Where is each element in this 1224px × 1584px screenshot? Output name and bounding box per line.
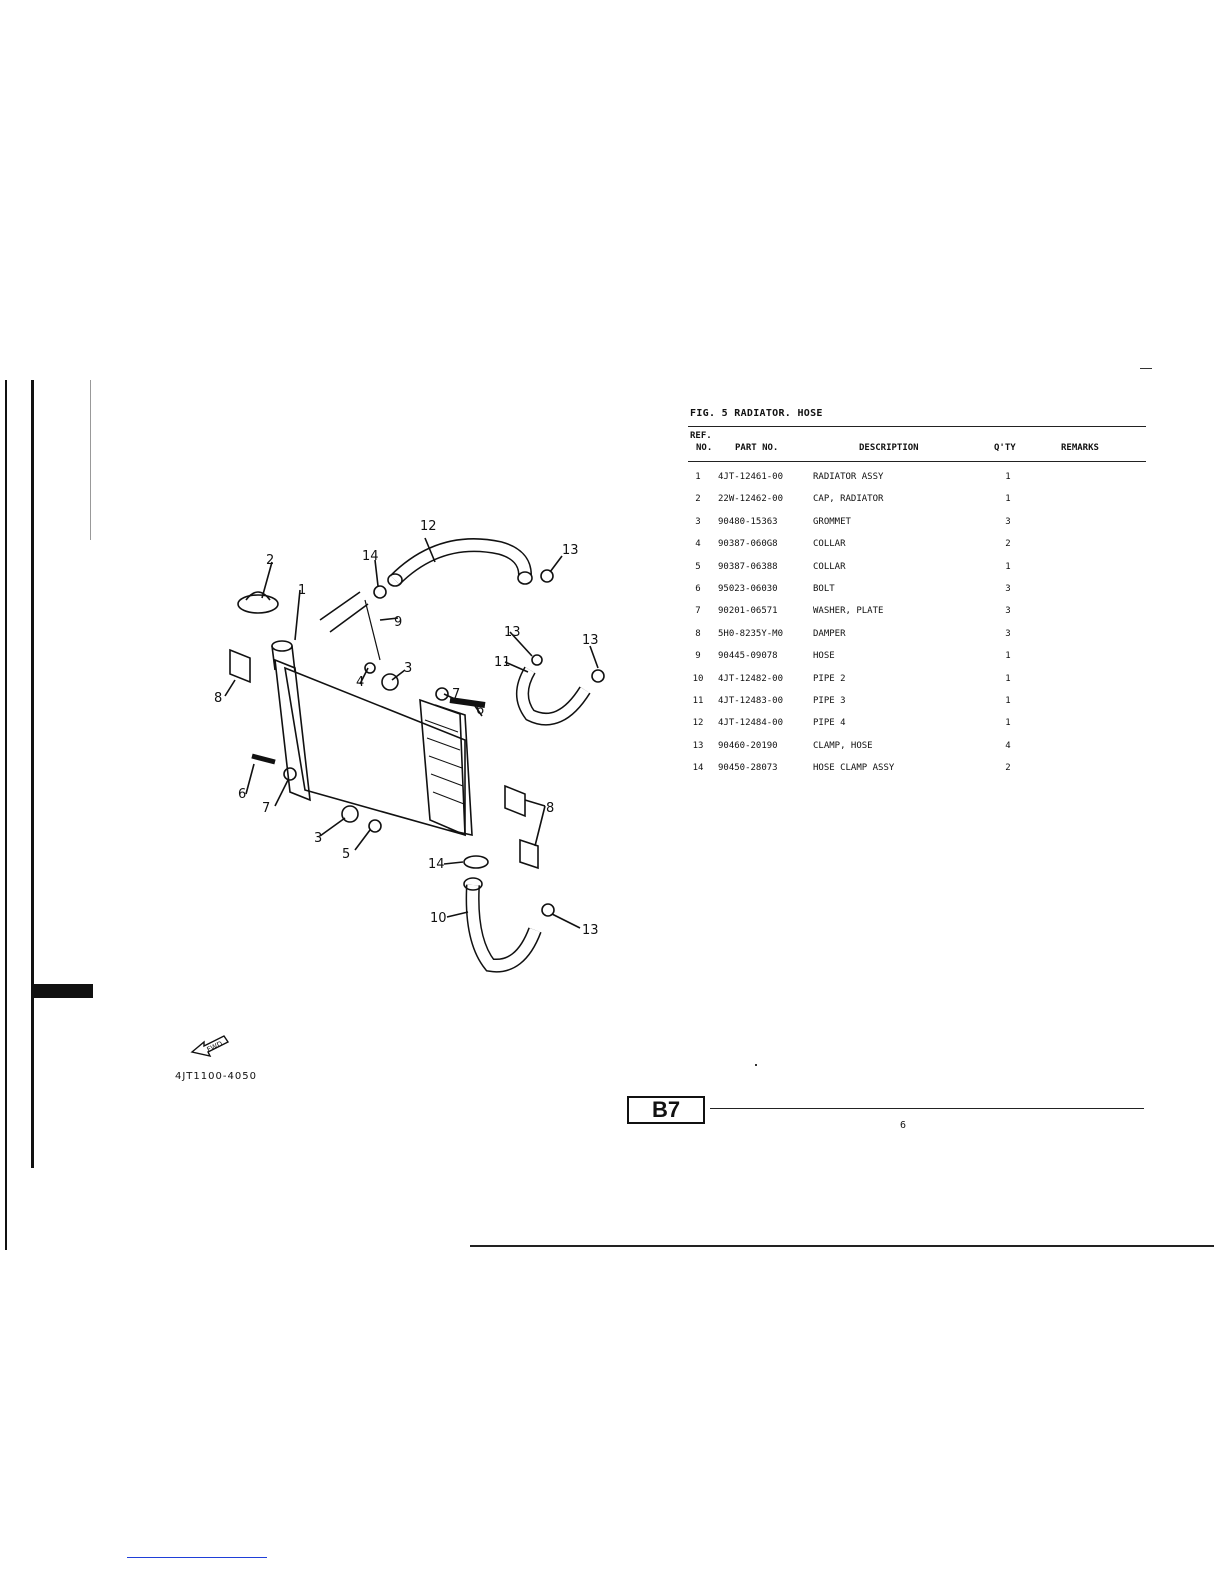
washer-7-left: [283, 767, 297, 781]
parts-table: REF. NO. PART NO. DESCRIPTION Q'TY REMAR…: [688, 426, 1146, 781]
callout-1: 1: [298, 583, 306, 598]
table-top-rule: [688, 426, 1146, 427]
callout-8-left: 8: [214, 691, 222, 706]
section-code-box: B7: [627, 1096, 705, 1124]
callout-3-bottom: 3: [314, 831, 322, 846]
footer-rule: [710, 1108, 1144, 1109]
callout-6-right: 6: [476, 703, 484, 718]
callout-6-left: 6: [238, 787, 246, 802]
damper-8-left: [229, 648, 251, 684]
hose-9: [319, 591, 369, 633]
header-qty: Q'TY: [994, 443, 1016, 453]
clamp-13-c: [591, 669, 605, 683]
callout-13-mid: 13: [504, 625, 521, 640]
callout-14-top: 14: [362, 549, 379, 564]
binding-black-block: [31, 984, 93, 998]
clamp-13-b: [531, 654, 543, 666]
radiator-left-tank: [274, 658, 311, 802]
clamp-13-d: [541, 903, 555, 917]
damper-8-right-a: [504, 784, 526, 818]
callout-13-right: 13: [582, 633, 599, 648]
callout-9: 9: [394, 615, 402, 630]
grommet-3-bottom: [341, 805, 359, 823]
callout-5: 5: [342, 847, 350, 862]
table-header: REF. NO. PART NO. DESCRIPTION Q'TY REMAR…: [688, 427, 1146, 461]
binding-edge-line: [31, 380, 34, 1168]
callout-13-top: 13: [562, 543, 579, 558]
header-description: DESCRIPTION: [859, 443, 919, 453]
callout-2: 2: [266, 553, 274, 568]
clamp-14-b: [463, 855, 489, 869]
callout-10: 10: [430, 911, 447, 926]
header-ref-line2: NO.: [696, 443, 713, 453]
grommet-3-top: [381, 673, 399, 691]
radiator-exploded-diagram: 12 2 1 14 13 9 13 13 11 4 3 7 6 8 6 7 8 …: [180, 500, 630, 980]
collar-4: [364, 662, 376, 674]
callout-7-left: 7: [262, 801, 270, 816]
clamp-14-a: [373, 585, 387, 599]
table-header-rule: [688, 461, 1146, 462]
clamp-13-a: [540, 569, 554, 583]
bolt-6-right: [449, 697, 486, 708]
fwd-arrow-icon: FWD: [190, 1028, 230, 1060]
radiator-cap: [237, 594, 279, 614]
callout-4: 4: [356, 675, 364, 690]
callout-8-right: 8: [546, 801, 554, 816]
diagram-code: 4JT1100-4050: [175, 1071, 257, 1082]
header-remarks: REMARKS: [1061, 443, 1099, 453]
bottom-link-underline: [127, 1557, 267, 1558]
binding-edge-line-far: [5, 380, 7, 1250]
radiator-right-tank: [434, 704, 473, 836]
callout-3-top: 3: [404, 661, 412, 676]
scan-top-dash: [1140, 368, 1152, 369]
callout-13-bottom: 13: [582, 923, 599, 938]
scan-bottom-rule: [470, 1245, 1214, 1247]
collar-5: [368, 819, 382, 833]
fwd-label: FWD: [206, 1040, 224, 1054]
washer-7-right: [435, 687, 449, 701]
figure-title: FIG. 5 RADIATOR. HOSE: [690, 408, 823, 419]
callout-7-right: 7: [452, 687, 460, 702]
radiator-core: [283, 666, 466, 837]
bolt-6-left: [251, 753, 276, 765]
header-part-no: PART NO.: [735, 443, 779, 453]
header-ref-line1: REF.: [690, 431, 712, 441]
stray-dot: [755, 1064, 757, 1066]
damper-8-right-b: [519, 838, 539, 870]
callout-14-bottom: 14: [428, 857, 445, 872]
page-number: 6: [900, 1120, 907, 1131]
callout-12: 12: [420, 519, 437, 534]
binding-thin-line: [90, 380, 91, 540]
callout-11: 11: [494, 655, 511, 670]
